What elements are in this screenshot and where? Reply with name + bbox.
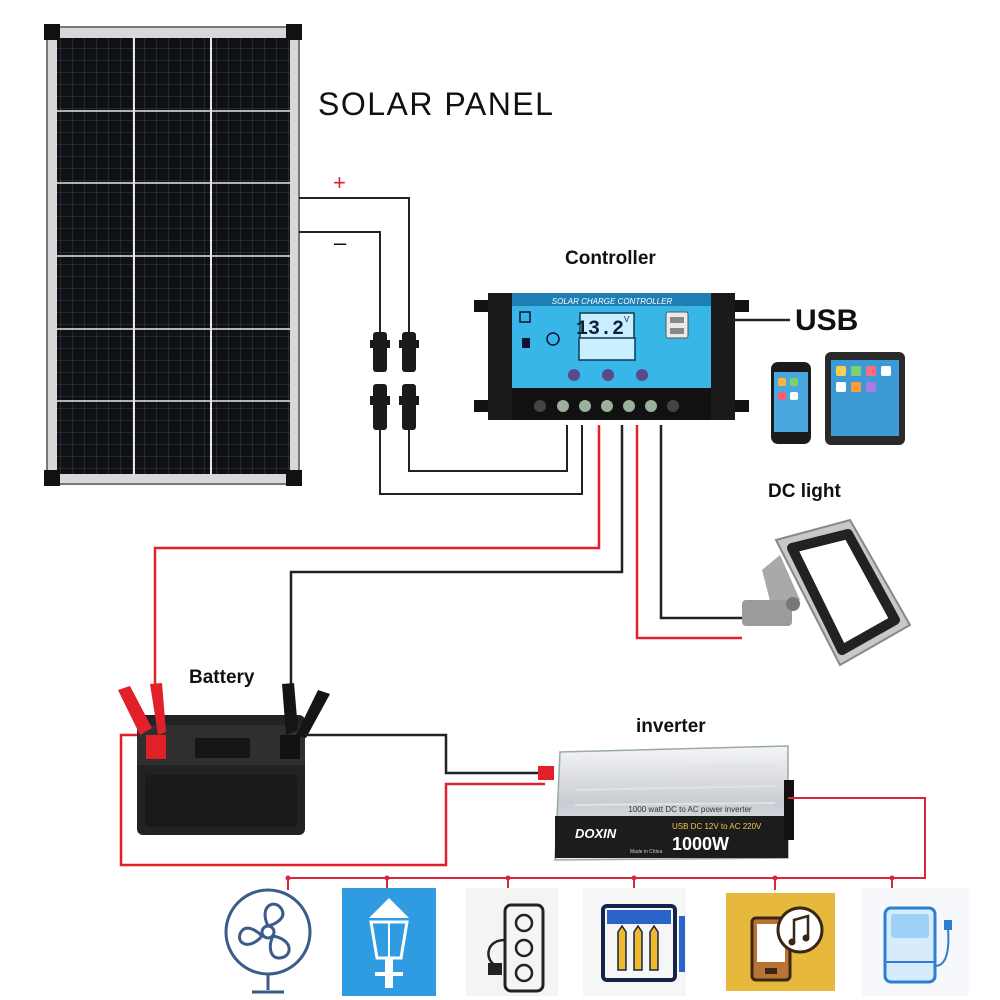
- controller-output-wires: [153, 425, 742, 690]
- load-connector-dots: [285, 875, 895, 881]
- usb-label: USB: [795, 304, 858, 337]
- inverter-caption: 1000 watt DC to AC power inverter: [628, 805, 752, 814]
- controller-display-unit: V: [624, 315, 630, 324]
- dc-flood-light: [742, 518, 912, 667]
- refrigerator-icon: [583, 888, 686, 996]
- power-bank-icon: [862, 888, 969, 996]
- power-strip-icon: [466, 888, 558, 996]
- controller-display-value: 13.2: [576, 318, 624, 341]
- battery-inverter-wires: [119, 733, 545, 867]
- music-player-icon: [726, 893, 835, 991]
- red-battery-clamp: [118, 683, 166, 735]
- battery: [137, 715, 305, 835]
- battery-label: Battery: [189, 667, 255, 688]
- positive-sign: +: [333, 170, 346, 195]
- inverter-usb-line: USB DC 12V to AC 220V: [672, 822, 762, 831]
- controller-label: Controller: [565, 248, 656, 269]
- street-lamp-icon: [342, 888, 436, 996]
- charge-controller: [474, 293, 749, 420]
- solar-panel-label: SOLAR PANEL: [318, 86, 554, 122]
- tablet-icon: [825, 352, 905, 445]
- solar-panel: [44, 24, 302, 486]
- inverter-label: inverter: [636, 716, 706, 737]
- controller-header: SOLAR CHARGE CONTROLLER: [552, 297, 673, 306]
- inverter-brand: DOXIN: [575, 826, 617, 841]
- smartphone-icon: [771, 362, 811, 444]
- negative-sign: –: [334, 230, 347, 255]
- inverter-made-in: Made in China: [630, 849, 662, 855]
- power-inverter: [554, 745, 794, 861]
- inverter-power-rating: 1000W: [672, 834, 729, 854]
- mc4-connectors: [370, 332, 419, 430]
- black-battery-clamp: [282, 683, 330, 738]
- fan-icon: [224, 888, 312, 994]
- dc-light-label: DC light: [768, 481, 841, 502]
- inverter-input-plug: [538, 766, 554, 780]
- panel-wires: [299, 197, 583, 495]
